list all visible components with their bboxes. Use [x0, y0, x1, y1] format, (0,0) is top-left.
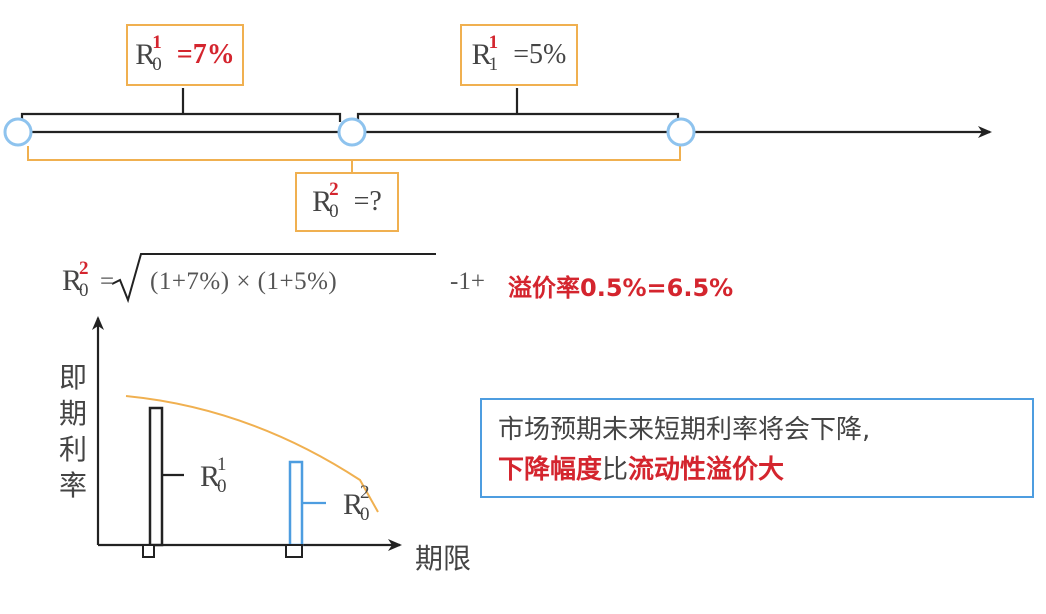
bracket-period-1: [20, 112, 342, 122]
yield-curve: [125, 395, 379, 513]
bar-r01: [148, 406, 164, 547]
label-box-r01: R 1 0 =7%: [126, 24, 244, 86]
formula-equals: =: [100, 268, 115, 295]
formula-tail: -1+: [450, 268, 485, 295]
label-box-r02: R 2 0 =?: [295, 172, 399, 232]
bar-r02-foot: [285, 544, 303, 558]
bracket-two-period: [27, 146, 681, 161]
value-r11: =5%: [513, 39, 567, 70]
symbol-r01: R 1 0: [135, 32, 162, 75]
note-box: 市场预期未来短期利率将会下降, 下降幅度比流动性溢价大: [480, 398, 1034, 498]
bar-r01-label: R 1 0: [200, 454, 227, 497]
label-box-r11: R 1 1 =5%: [460, 24, 578, 86]
note-line-1: 市场预期未来短期利率将会下降,: [498, 415, 871, 445]
note-line-2: 下降幅度比流动性溢价大: [498, 455, 785, 485]
bar-r02-label: R 2 0: [343, 482, 370, 525]
symbol-r11: R 1 1: [471, 32, 499, 75]
formula-symbol: R 2 0: [62, 258, 89, 301]
timeline-node-2: [666, 117, 696, 147]
value-r02: =?: [353, 186, 382, 217]
bracket-period-2: [356, 112, 680, 122]
bar-r02: [288, 460, 304, 547]
symbol-r02: R 2 0: [312, 179, 339, 222]
timeline-node-0: [3, 117, 33, 147]
timeline-node-1: [337, 117, 367, 147]
x-axis-label: 期限: [415, 542, 472, 575]
formula-premium: 溢价率0.5%=6.5%: [508, 274, 734, 302]
bar-r01-foot: [142, 544, 155, 558]
value-r01: =7%: [176, 39, 235, 70]
formula-radicand: (1+7%) × (1+5%): [150, 268, 338, 295]
y-axis-label: 即 期 利 率: [58, 361, 87, 502]
radical-sign: [111, 253, 436, 304]
